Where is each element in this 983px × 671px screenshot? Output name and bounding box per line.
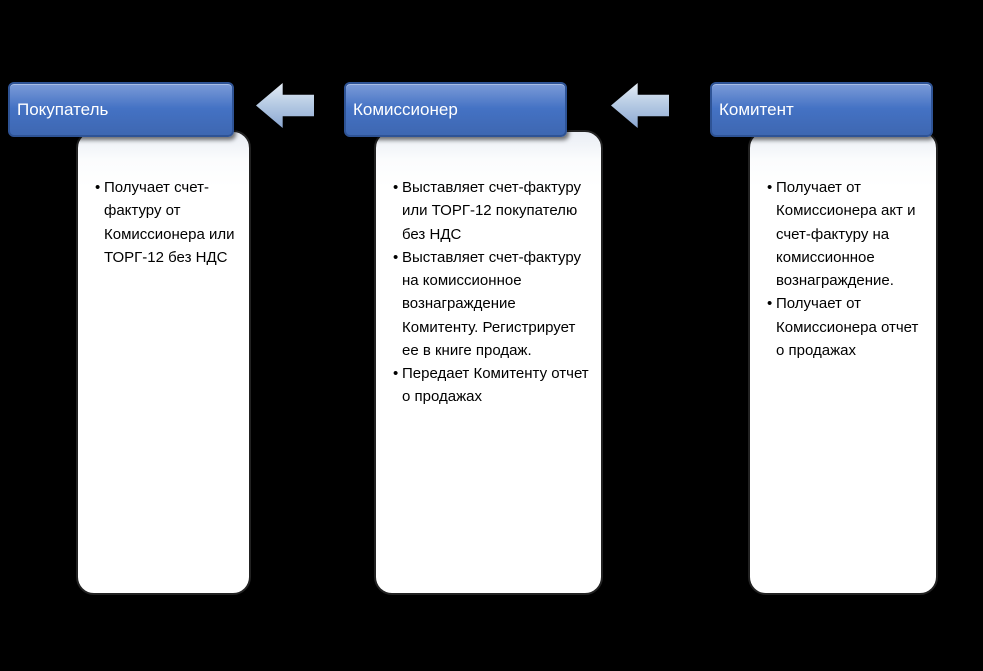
bullet-list: Получает от Комиссионера акт и счет-факт… [750,132,936,362]
bullet-item: Передает Комитенту отчет о продажах [393,362,589,409]
column-card-buyer: Получает счет-фактуру от Комиссионера ил… [76,130,251,595]
column-header-principal: Комитент [710,82,933,137]
bullet-list: Получает счет-фактуру от Комиссионера ил… [78,132,249,269]
left-arrow-icon [256,83,314,128]
column-title: Комиссионер [353,99,458,119]
column-title: Покупатель [17,99,109,119]
bullet-item: Получает счет-фактуру от Комиссионера ил… [95,176,237,269]
column-header-commission-agent: Комиссионер [344,82,567,137]
column-title: Комитент [719,99,794,119]
bullet-list: Выставляет счет-фактуру или ТОРГ-12 поку… [376,132,601,409]
bullet-item: Выставляет счет-фактуру на комиссионное … [393,246,589,362]
bullet-item: Выставляет счет-фактуру или ТОРГ-12 поку… [393,176,589,246]
column-card-commission-agent: Выставляет счет-фактуру или ТОРГ-12 поку… [374,130,603,595]
left-arrow-icon [611,83,669,128]
column-card-principal: Получает от Комиссионера акт и счет-факт… [748,130,938,595]
bullet-item: Получает от Комиссионера отчет о продажа… [767,292,924,362]
column-header-buyer: Покупатель [8,82,234,137]
bullet-item: Получает от Комиссионера акт и счет-факт… [767,176,924,292]
